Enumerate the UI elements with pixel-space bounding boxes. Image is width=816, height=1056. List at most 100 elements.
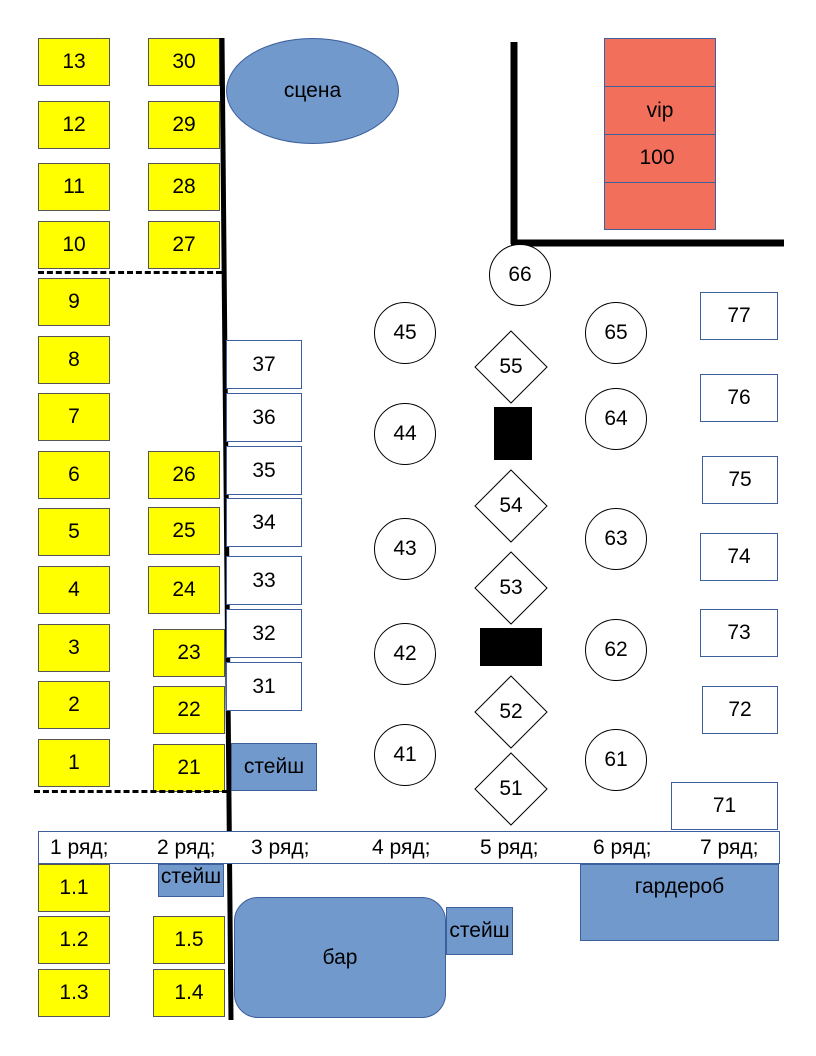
table-9[interactable]: 9 [38,278,110,326]
table-22[interactable]: 22 [153,686,225,734]
table-32[interactable]: 32 [226,609,302,658]
table-45[interactable]: 45 [374,302,436,364]
table-65[interactable]: 65 [585,302,647,364]
table-28[interactable]: 28 [148,163,220,211]
table-42[interactable]: 42 [374,623,436,685]
table-30[interactable]: 30 [148,38,220,86]
table-24[interactable]: 24 [148,566,220,614]
table-label: 37 [252,352,276,376]
table-27[interactable]: 27 [148,221,220,269]
table-33[interactable]: 33 [226,556,302,605]
table-label: 36 [252,405,276,429]
vip-zone[interactable]: vip 100 [604,38,716,230]
table-label: 53 [499,576,523,599]
table-4[interactable]: 4 [38,566,110,614]
table-label: 1.2 [59,928,89,951]
table-3[interactable]: 3 [38,624,110,672]
table-label: 34 [252,510,276,534]
table-66[interactable]: 66 [489,244,551,306]
table-label: 73 [727,621,751,644]
table-1-2[interactable]: 1.2 [38,916,110,964]
table-label: 52 [499,700,523,723]
wardrobe-label: гардероб [634,875,725,898]
table-21[interactable]: 21 [153,744,225,792]
stage-label: сцена [283,79,342,102]
table-51[interactable]: 51 [474,752,548,826]
table-61[interactable]: 61 [585,729,647,791]
table-52[interactable]: 52 [474,675,548,749]
table-13[interactable]: 13 [38,38,110,86]
table-29[interactable]: 29 [148,101,220,149]
table-74[interactable]: 74 [700,533,778,581]
table-64[interactable]: 64 [585,388,647,450]
vip-divider [605,86,715,87]
table-23[interactable]: 23 [153,629,225,677]
table-73[interactable]: 73 [700,609,778,657]
table-1-1[interactable]: 1.1 [38,864,110,912]
table-77[interactable]: 77 [700,292,778,340]
table-26[interactable]: 26 [148,451,220,499]
table-72[interactable]: 72 [702,686,778,734]
table-label: 3 [68,636,80,659]
vip-label: vip [646,99,674,122]
stand-label: стейш [160,865,222,888]
table-63[interactable]: 63 [585,508,647,570]
table-label: 32 [252,621,276,645]
table-10[interactable]: 10 [38,221,110,269]
table-35[interactable]: 35 [226,446,302,495]
table-label: 4 [68,578,80,601]
table-76[interactable]: 76 [700,374,778,422]
table-62[interactable]: 62 [585,619,647,681]
table-44[interactable]: 44 [374,403,436,465]
table-1-3[interactable]: 1.3 [38,969,110,1017]
table-label: 77 [727,304,751,327]
table-36[interactable]: 36 [226,393,302,442]
table-55[interactable]: 55 [474,330,548,404]
table-label: 9 [68,290,80,313]
row-label-6: 6 ряд; [593,836,652,859]
table-75[interactable]: 75 [702,456,778,504]
table-34[interactable]: 34 [226,498,302,547]
table-1[interactable]: 1 [38,739,110,787]
table-1-4[interactable]: 1.4 [153,969,225,1017]
table-label: 5 [68,520,80,543]
table-25[interactable]: 25 [148,507,220,555]
stage: сцена [226,38,399,144]
table-label: 30 [172,50,196,73]
table-label: 22 [177,698,201,721]
table-53[interactable]: 53 [474,551,548,625]
pillar-upper [494,407,532,460]
table-label: 21 [177,756,201,779]
table-11[interactable]: 11 [38,163,110,211]
table-12[interactable]: 12 [38,101,110,149]
table-label: 65 [604,321,628,344]
table-7[interactable]: 7 [38,393,110,441]
table-label: 75 [728,468,752,491]
table-1-5[interactable]: 1.5 [153,916,225,964]
table-8[interactable]: 8 [38,336,110,384]
table-label: 62 [604,638,628,661]
table-label: 1.1 [59,876,89,899]
row-label-1: 1 ряд; [50,836,109,859]
table-label: 63 [604,527,628,550]
table-label: 1.5 [174,928,204,951]
bar-label: бар [322,945,358,969]
table-37[interactable]: 37 [226,340,302,389]
table-label: 51 [499,777,523,800]
table-label: 25 [172,519,196,542]
table-label: 54 [499,494,523,517]
table-label: 35 [252,458,276,482]
table-2[interactable]: 2 [38,681,110,729]
table-label: 13 [62,50,86,73]
table-31[interactable]: 31 [226,662,302,711]
table-label: 1.4 [174,981,204,1004]
table-label: 1 [68,751,80,774]
table-6[interactable]: 6 [38,451,110,499]
table-71[interactable]: 71 [671,782,778,830]
table-41[interactable]: 41 [374,724,436,786]
table-5[interactable]: 5 [38,508,110,556]
table-label: 26 [172,463,196,486]
row-label-2: 2 ряд; [157,836,216,859]
table-43[interactable]: 43 [374,518,436,580]
table-54[interactable]: 54 [474,469,548,543]
